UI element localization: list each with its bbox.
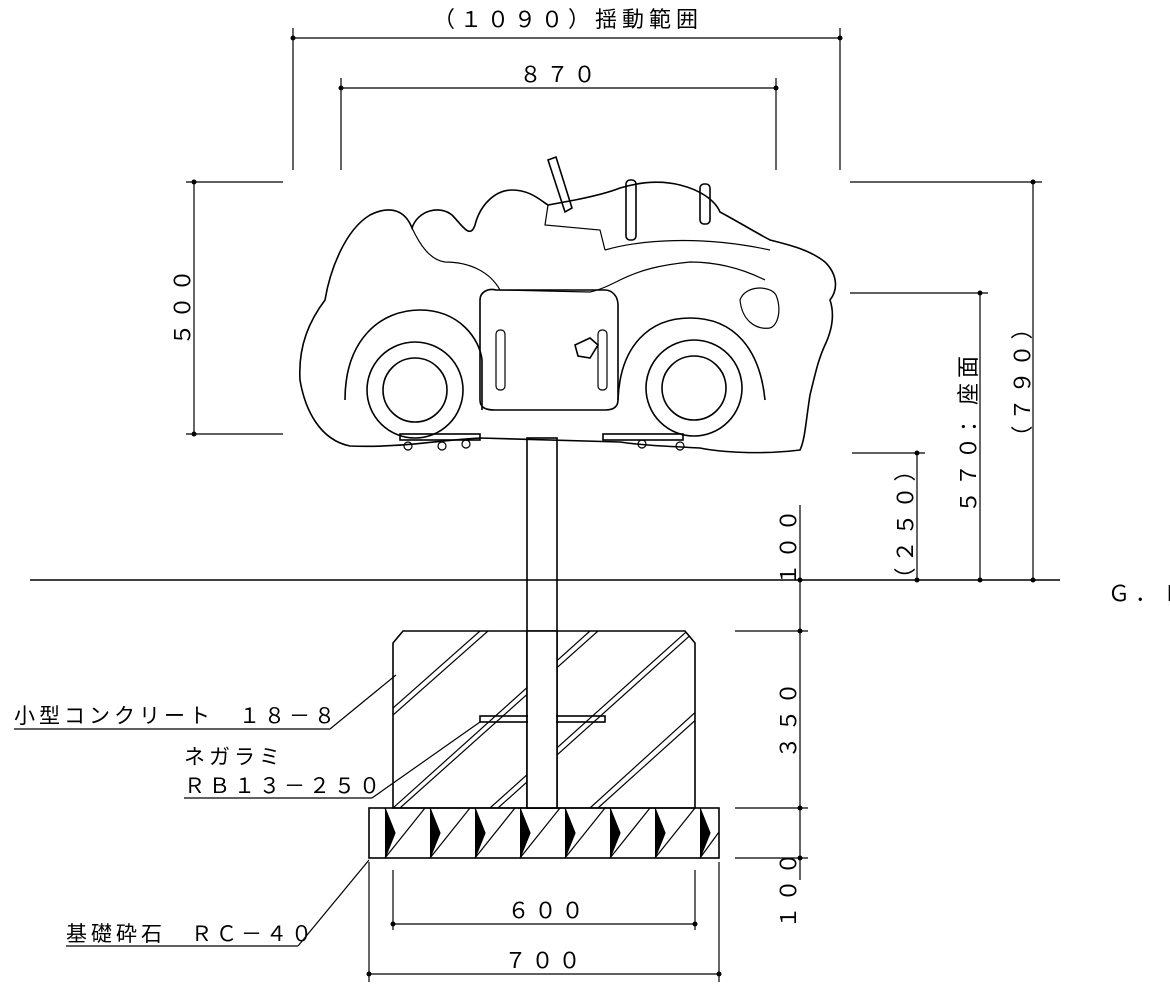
post-above-gl-label: １００ [776,504,801,585]
dim-inner-width: ６００ [390,870,698,930]
gravel-depth-label: １００ [776,847,801,928]
bottom-clearance-label: （２５０） [893,454,918,589]
concrete-foundation [392,630,696,809]
gravel-label: 基礎砕石 ＲＣ－４０ [66,923,316,946]
inner-width-label: ６００ [507,898,588,923]
leader-concrete: 小型コンクリート １８－８ [14,674,397,730]
dim-swing-range: （１０９０）揺動範囲 [290,7,843,170]
leader-gravel: 基礎砕石 ＲＣ－４０ [66,859,370,947]
seat-height-label: ５７０：座面 [956,351,981,513]
leader-anchor: ネガラミ ＲＢ１３－２５０ [184,721,481,799]
anchor-label-1: ネガラミ [184,746,284,769]
total-height-label: （７９０） [1010,312,1035,447]
car-length-label: ８７０ [519,62,600,87]
gravel-base [368,807,720,859]
dim-total-height: （７９０） [850,179,1042,583]
dim-outer-width: ７００ [366,862,722,982]
concrete-label: 小型コンクリート １８－８ [14,705,339,728]
dim-bottom-clearance: （２５０） [852,450,925,590]
concrete-depth-label: ３５０ [776,677,801,758]
dim-car-length: ８７０ [338,62,779,170]
swing-range-label: （１０９０）揺動範囲 [433,7,703,32]
dim-seat-height: ５７０：座面 [850,290,988,583]
dim-foundation-vertical: １００ ３５０ １００ [735,504,808,929]
anchor-label-2: ＲＢ１３－２５０ [184,775,384,798]
body-height-label: ５００ [170,264,195,345]
ground-line-label: Ｇ．Ｌ [1108,581,1170,606]
spring-car [299,155,837,454]
outer-width-label: ７００ [504,948,585,973]
ground-line: Ｇ．Ｌ [30,579,1170,606]
dim-body-height: ５００ [170,179,283,437]
